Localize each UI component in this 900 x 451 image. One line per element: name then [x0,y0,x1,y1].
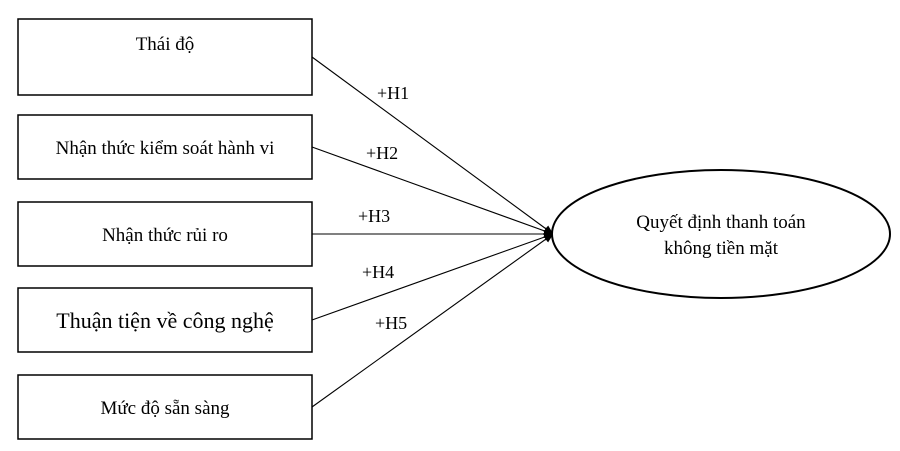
outcome-label-line2: không tiền mặt [664,238,779,259]
arrow-h1 [311,56,554,235]
arrow-h5 [311,233,554,408]
construct-perceived-behavioral-control-label: Nhận thức kiểm soát hành vi [56,138,275,159]
construct-perceived-risk: Nhận thức rủi ro [17,201,313,267]
construct-attitude-label: Thái độ [136,34,195,55]
construct-readiness: Mức độ sẵn sàng [17,374,313,440]
outcome-node: Quyết định thanh toán không tiền mặt [551,169,891,299]
hypothesis-label-h2: +H2 [366,143,398,163]
construct-technology-convenience: Thuận tiện về công nghệ [17,287,313,353]
construct-readiness-label: Mức độ sẵn sàng [100,398,230,419]
construct-attitude: Thái độ [17,18,313,96]
hypothesis-label-h1: +H1 [377,83,409,103]
arrow-h4 [311,233,554,321]
outcome-label-line1: Quyết định thanh toán [636,212,806,233]
arrow-h2 [311,146,554,235]
construct-perceived-behavioral-control: Nhận thức kiểm soát hành vi [17,114,313,180]
hypothesis-label-h4: +H4 [362,262,394,282]
construct-technology-convenience-label: Thuận tiện về công nghệ [56,308,274,333]
construct-perceived-risk-label: Nhận thức rủi ro [102,225,228,246]
hypothesis-label-h5: +H5 [375,313,407,333]
hypothesis-label-h3: +H3 [358,206,390,226]
